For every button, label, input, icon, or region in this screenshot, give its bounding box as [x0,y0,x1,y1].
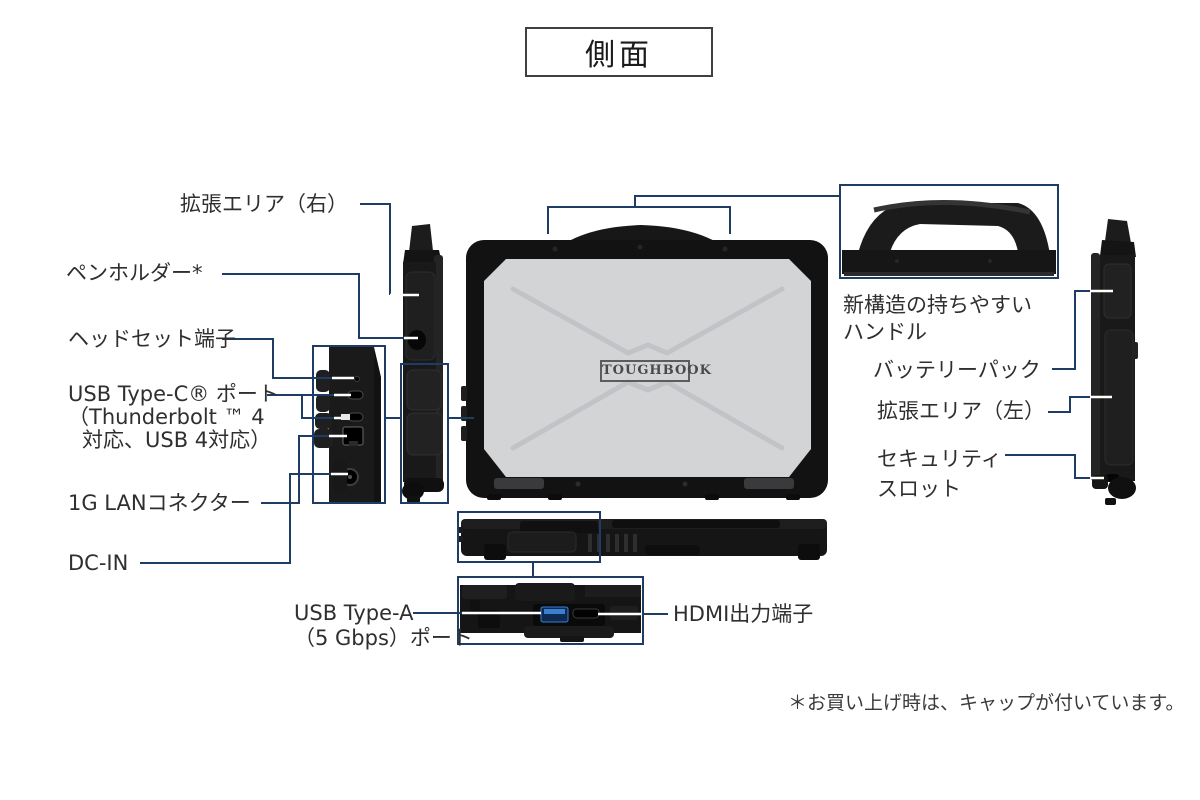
ports-closeup-inset-image [314,347,381,502]
handle-closeup-inset-box [839,184,1059,279]
label-dc-in: DC-IN [68,551,129,575]
label-security-slot: セキュリティ スロット [877,447,1002,501]
callout-line-pen-holder [222,273,404,339]
page-title: 側面 [525,27,713,77]
label-handle: 新構造の持ちやすい ハンドル [843,293,1032,344]
right-side-ports-region-box [400,363,449,504]
label-expansion-area-right: 拡張エリア（右） [180,192,348,216]
label-usb-type-c-port: USB Type-C® ポート （Thunderbolt ™ 4 対応、USB … [68,382,279,452]
callout-line-handle [547,195,840,234]
handle-closeup-inset-image [842,199,1056,276]
laptop-top-view [461,225,828,500]
footnote: ＊お買い上げ時は、キャップが付いています。 [788,692,1185,714]
callout-line-headset [222,338,332,379]
label-expansion-area-left: 拡張エリア（左） [877,399,1045,423]
callout-line-expansion-right [360,203,391,295]
ports-closeup-inset-box [312,345,386,504]
label-lan-connector: 1G LANコネクター [68,491,251,515]
label-usb-type-a-port: USB Type-A （5 Gbps）ポート [294,601,473,650]
page-title-text: 側面 [585,38,653,73]
callout-line-lan [261,435,329,504]
laptop-front-view [458,519,827,560]
front-ports-closeup-inset-box [457,576,644,645]
laptop-left-side-view [1091,219,1138,505]
callout-line-dc-in [140,473,331,564]
callout-line-usb-c [267,394,334,419]
callout-line-battery [1052,290,1090,370]
front-ports-region-box [457,511,601,563]
lead-tip-usb-c [334,393,351,420]
label-pen-holder: ペンホルダー* [66,261,203,285]
toughbook-logo: TOUGHBOOK [600,360,711,382]
laptop-right-side-view [402,224,444,503]
callout-line-security [1005,454,1090,479]
callout-line-expansion-left [1048,396,1090,413]
label-hdmi-output: HDMI出力端子 [673,602,814,626]
label-battery-pack: バッテリーパック [873,358,1041,382]
label-headset-jack: ヘッドセット端子 [68,327,236,351]
